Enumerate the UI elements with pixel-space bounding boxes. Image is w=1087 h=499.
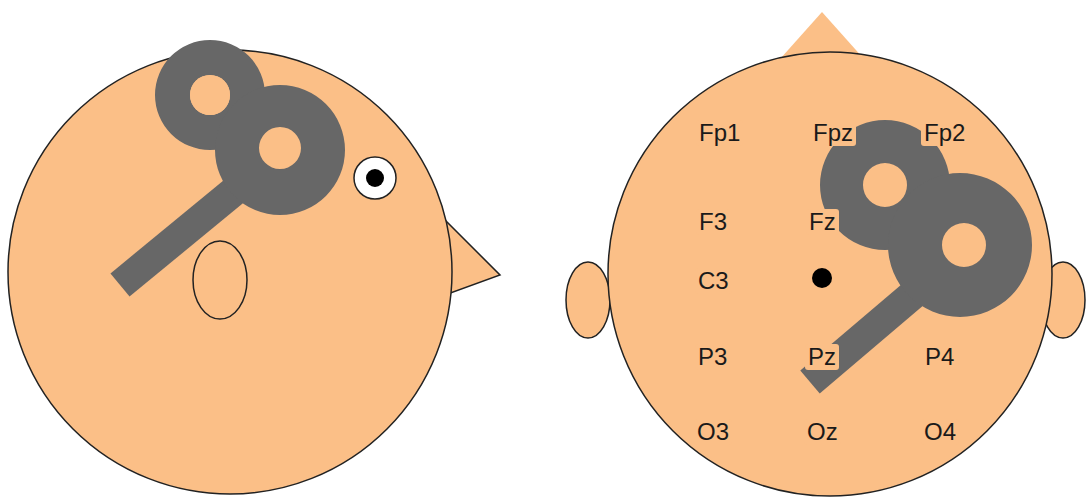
eye	[354, 157, 396, 199]
electrode-label: Fz	[806, 209, 839, 235]
electrode-label: Fp1	[696, 120, 743, 146]
electrode-label: P3	[695, 344, 730, 370]
electrode-label: Fp2	[921, 120, 968, 146]
electrode-label: F3	[696, 209, 730, 235]
head-top	[608, 52, 1052, 496]
electrode-label: Fpz	[810, 120, 856, 146]
pupil	[366, 169, 384, 187]
electrode-label: Oz	[804, 419, 841, 445]
target-dot	[812, 268, 832, 288]
coil-right	[810, 120, 1032, 382]
ear	[193, 241, 247, 319]
electrode-label: O4	[921, 419, 959, 445]
electrode-label: P4	[922, 344, 957, 370]
electrode-label: Pz	[805, 344, 839, 370]
ear	[566, 262, 610, 338]
electrode-label: C3	[695, 268, 732, 294]
coil-left	[120, 40, 345, 285]
head-side	[8, 50, 452, 494]
electrode-label: O3	[694, 419, 732, 445]
